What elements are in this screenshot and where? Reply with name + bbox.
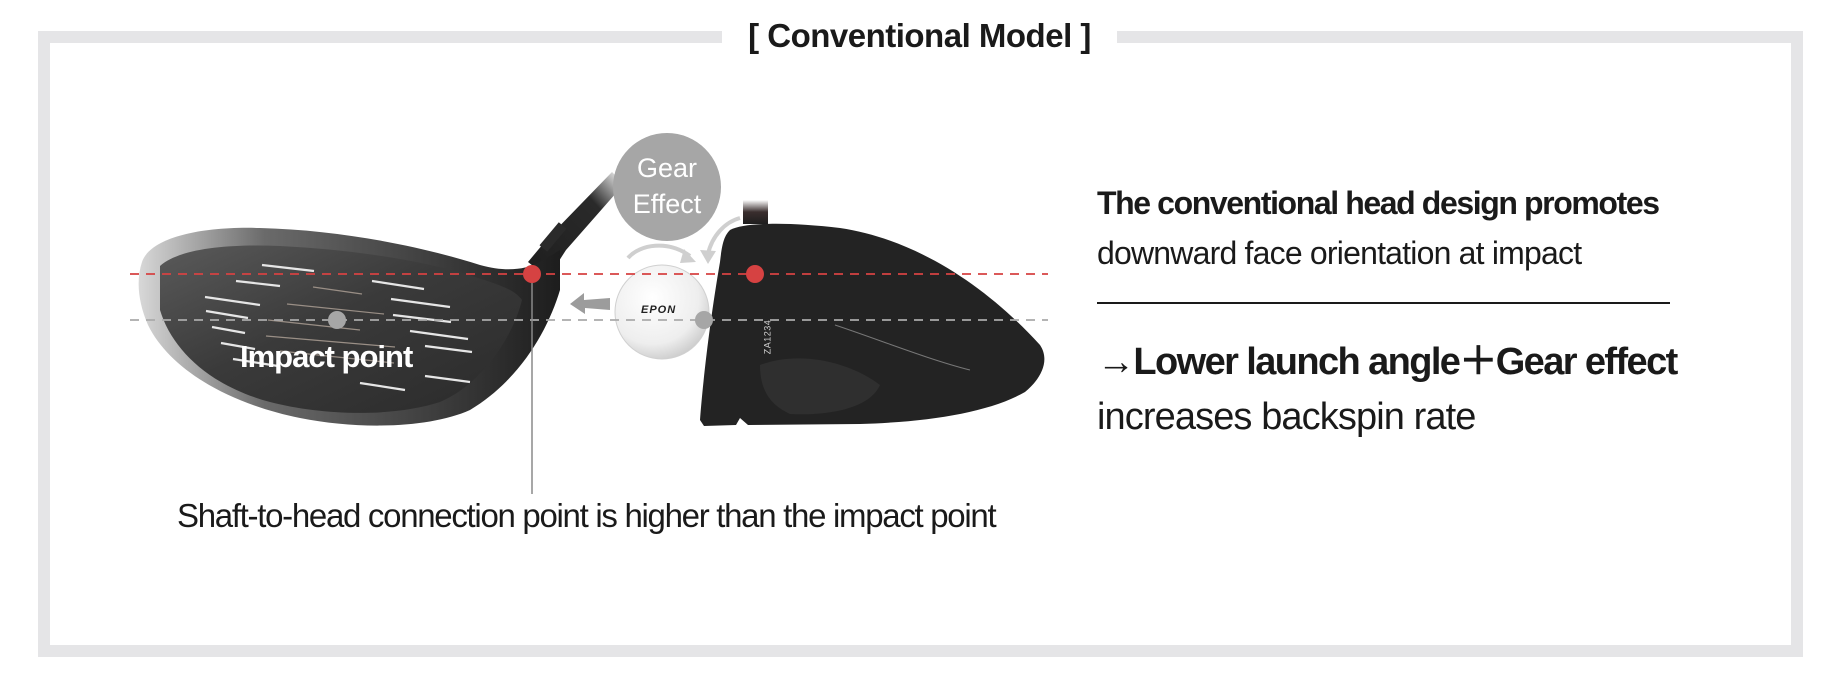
explanation-line-4: increases backspin rate (1097, 396, 1476, 438)
ball-direction-arrow-icon (570, 293, 610, 314)
impact-point-marker-ball (695, 311, 713, 329)
connection-caption: Shaft-to-head connection point is higher… (177, 497, 997, 534)
connection-point-marker-side (746, 265, 764, 283)
face-score-lines (204, 263, 473, 392)
side-view-club (700, 200, 1045, 426)
gear-rotation-arrowhead-2 (700, 250, 716, 264)
head-model-code: ZA1234 (762, 319, 773, 355)
side-shaft-stub (743, 200, 768, 224)
face-score-lines-thin (265, 286, 396, 364)
explanation-result: →Lower launch angle＋Gear effect increase… (1097, 335, 1678, 445)
impact-point-marker (328, 311, 346, 329)
section-title: [ Conventional Model ] (748, 17, 1091, 54)
impact-point-label: Impact point (240, 339, 413, 374)
gear-rotation-arrow-icon (626, 243, 692, 260)
ball-brand-text: EPON (641, 304, 677, 316)
explanation-line-3: →Lower launch angle＋Gear effect (1097, 341, 1678, 383)
club-face (160, 245, 522, 413)
golf-ball (614, 264, 710, 360)
side-crown-line (834, 324, 971, 371)
gear-effect-badge (613, 133, 721, 241)
explanation-primary: The conventional head design promotes do… (1097, 178, 1672, 278)
content-frame (38, 31, 1803, 657)
gear-label-line-1: Gear (636, 153, 698, 183)
connection-point-marker (523, 265, 541, 283)
title-gap (722, 25, 1117, 49)
gear-effect-label: Gear Effect (613, 150, 721, 222)
gear-label-line-2: Effect (632, 189, 702, 219)
side-sole-highlight (760, 358, 880, 415)
club-shaft (528, 172, 624, 278)
explanation-line-1: The conventional head design promotes (1097, 185, 1660, 221)
explanation-line-2: downward face orientation at impact (1097, 235, 1582, 271)
face-view-club (138, 172, 624, 426)
explanation-divider (1097, 302, 1670, 304)
gear-rotation-arrowhead (680, 249, 696, 263)
gear-rotation-arrow-icon-2 (706, 216, 741, 255)
hosel-ferrule (539, 222, 567, 252)
